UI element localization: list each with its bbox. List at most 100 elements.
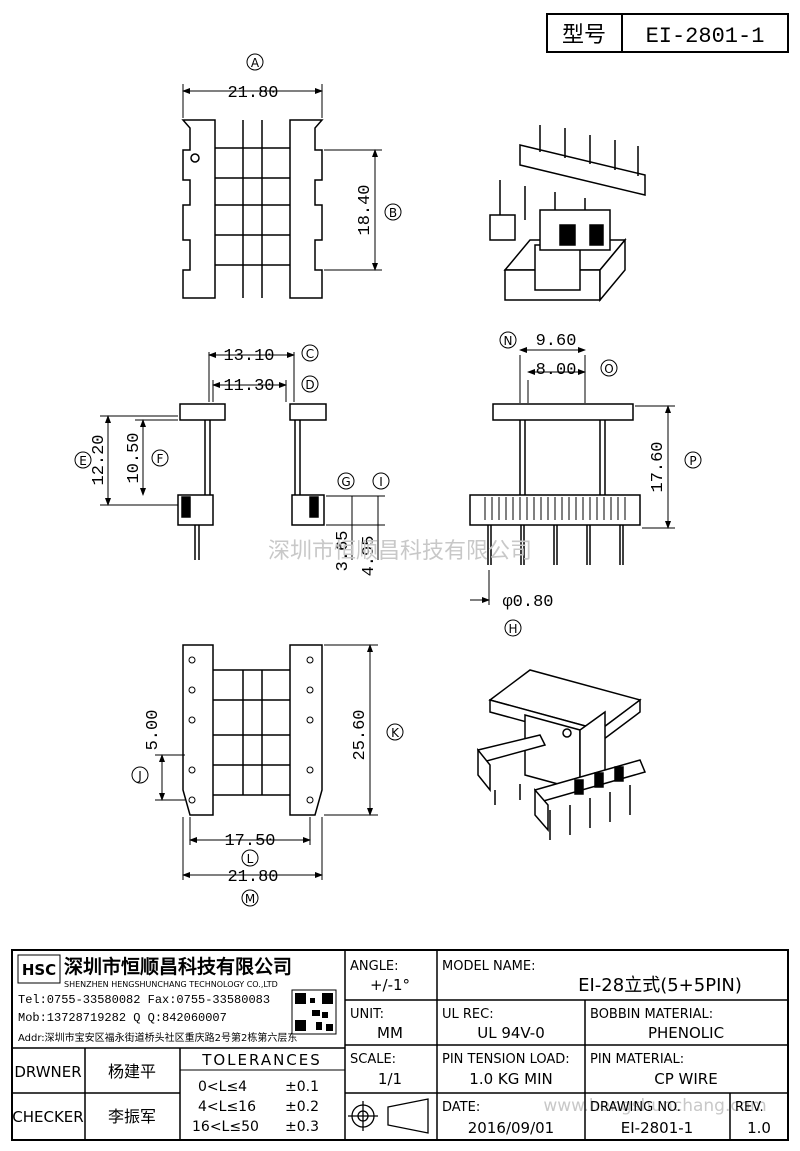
dim-G-value: 3.65	[334, 531, 353, 572]
svg-text:HSC: HSC	[22, 961, 56, 979]
side-view	[100, 352, 385, 560]
svg-text:G: G	[341, 475, 350, 489]
model-header: 型号 EI-2801-1	[546, 13, 789, 53]
dim-H-badge: H	[504, 619, 522, 637]
svg-text:N: N	[504, 334, 513, 348]
tolerances-title: TOLERANCES	[201, 1051, 322, 1069]
dim-F-value: 10.50	[125, 432, 144, 483]
svg-text:F: F	[157, 452, 164, 466]
svg-text:16<L≤50: 16<L≤50	[192, 1119, 259, 1135]
svg-text:E: E	[79, 454, 87, 468]
dim-N-badge: N	[499, 331, 517, 349]
svg-text:D: D	[305, 378, 314, 392]
dim-A-value: 21.80	[227, 84, 278, 103]
ul-value: UL 94V-0	[477, 1024, 545, 1042]
tolerance-row: 0<L≤4 ±0.1	[198, 1079, 319, 1095]
svg-text:O: O	[604, 362, 613, 376]
model-value: EI-2801-1	[646, 24, 765, 49]
checker-label: CHECKER	[12, 1108, 83, 1126]
dim-E-value: 12.20	[90, 434, 109, 485]
dim-B-badge: B	[384, 203, 402, 221]
company-logo: HSC	[17, 954, 61, 984]
svg-text:±0.3: ±0.3	[285, 1119, 319, 1135]
svg-text:M: M	[245, 892, 255, 906]
company-tel: Tel:0755-33580082 Fax:0755-33580083	[18, 993, 270, 1007]
svg-text:±0.1: ±0.1	[285, 1079, 319, 1095]
svg-text:J: J	[137, 769, 142, 783]
drawer-label: DRWNER	[14, 1063, 81, 1081]
tension-value: 1.0 KG MIN	[469, 1070, 552, 1088]
top-view	[181, 84, 382, 299]
dim-H-value: φ0.80	[502, 593, 553, 612]
tolerance-row: 16<L≤50 ±0.3	[192, 1119, 319, 1135]
unit-label: UNIT:	[350, 1007, 384, 1022]
watermark: 深圳市恒顺昌科技有限公司	[268, 539, 532, 564]
company-mob: Mob:13728719282 Q Q:842060007	[18, 1011, 227, 1025]
model-name-label: MODEL NAME:	[442, 959, 535, 974]
company-addr: Addr:深圳市宝安区福永街道桥头社区重庆路2号第2栋第六层东	[18, 1031, 297, 1044]
front-view	[469, 347, 675, 605]
svg-text:0<L≤4: 0<L≤4	[198, 1079, 247, 1095]
dim-I-badge: I	[372, 472, 390, 490]
scale-label: SCALE:	[350, 1052, 396, 1067]
pin-material-label: PIN MATERIAL:	[590, 1052, 684, 1067]
dim-N-value: 9.60	[536, 332, 577, 351]
dim-P-value: 17.60	[649, 441, 668, 492]
svg-text:±0.2: ±0.2	[285, 1099, 319, 1115]
drawing-no-value: EI-2801-1	[621, 1119, 693, 1137]
dim-E-badge: E	[74, 451, 92, 469]
dim-D-value: 11.30	[223, 377, 274, 396]
drawer-name: 杨建平	[108, 1062, 156, 1081]
dim-A-badge: A	[246, 53, 264, 71]
dim-M-badge: M	[241, 889, 259, 907]
checker-name: 李振军	[108, 1107, 156, 1126]
tolerance-row: 4<L≤16 ±0.2	[198, 1099, 319, 1115]
dim-M-value: 21.80	[227, 868, 278, 887]
ul-label: UL REC:	[442, 1007, 494, 1022]
date-value: 2016/09/01	[468, 1119, 554, 1137]
svg-text:P: P	[689, 454, 696, 468]
dim-O-value: 8.00	[536, 361, 577, 380]
angle-label: ANGLE:	[350, 959, 399, 974]
iso-view-top	[489, 125, 646, 303]
date-label: DATE:	[442, 1100, 480, 1115]
tension-label: PIN TENSION LOAD:	[442, 1052, 570, 1067]
bobbin-label: BOBBIN MATERIAL:	[590, 1007, 713, 1022]
dim-G-badge: G	[337, 472, 355, 490]
dim-L-badge: L	[241, 849, 259, 867]
projection-symbol-icon	[348, 1098, 429, 1134]
svg-text:L: L	[247, 852, 254, 866]
scale-value: 1/1	[378, 1070, 402, 1088]
dim-I-value: 4.95	[360, 536, 379, 577]
company-name-cn: 深圳市恒顺昌科技有限公司	[64, 955, 292, 978]
svg-text:I: I	[379, 475, 383, 489]
dim-O-badge: O	[600, 359, 618, 377]
bottom-view	[155, 644, 378, 880]
rev-label: REV.	[735, 1100, 764, 1115]
dim-J-value: 5.00	[144, 710, 163, 751]
svg-text:A: A	[251, 56, 260, 70]
watermark-url: www.hengshunchang.com	[543, 1096, 766, 1116]
unit-value: MM	[377, 1024, 403, 1042]
dim-J-badge: J	[131, 766, 149, 784]
svg-text:H: H	[508, 622, 517, 636]
pin-material-value: CP WIRE	[654, 1070, 717, 1088]
dim-D-badge: D	[301, 375, 319, 393]
dim-C-value: 13.10	[223, 347, 274, 366]
svg-text:K: K	[391, 726, 400, 740]
dim-K-badge: K	[386, 723, 404, 741]
dim-B-value: 18.40	[356, 184, 375, 235]
dim-F-badge: F	[151, 449, 169, 467]
bobbin-value: PHENOLIC	[648, 1024, 724, 1042]
svg-text:B: B	[389, 206, 397, 220]
svg-text:4<L≤16: 4<L≤16	[198, 1099, 256, 1115]
svg-text:C: C	[306, 347, 314, 361]
company-name-en: SHENZHEN HENGSHUNCHANG TECHNOLOGY CO.,LT…	[64, 980, 278, 989]
model-name-value: EI-28立式(5+5PIN)	[578, 975, 742, 996]
dim-L-value: 17.50	[224, 832, 275, 851]
iso-view-bottom	[476, 669, 647, 840]
title-block	[11, 949, 789, 1141]
dim-P-badge: P	[684, 451, 702, 469]
drawing-no-label: DRAWING NO.	[590, 1100, 681, 1115]
